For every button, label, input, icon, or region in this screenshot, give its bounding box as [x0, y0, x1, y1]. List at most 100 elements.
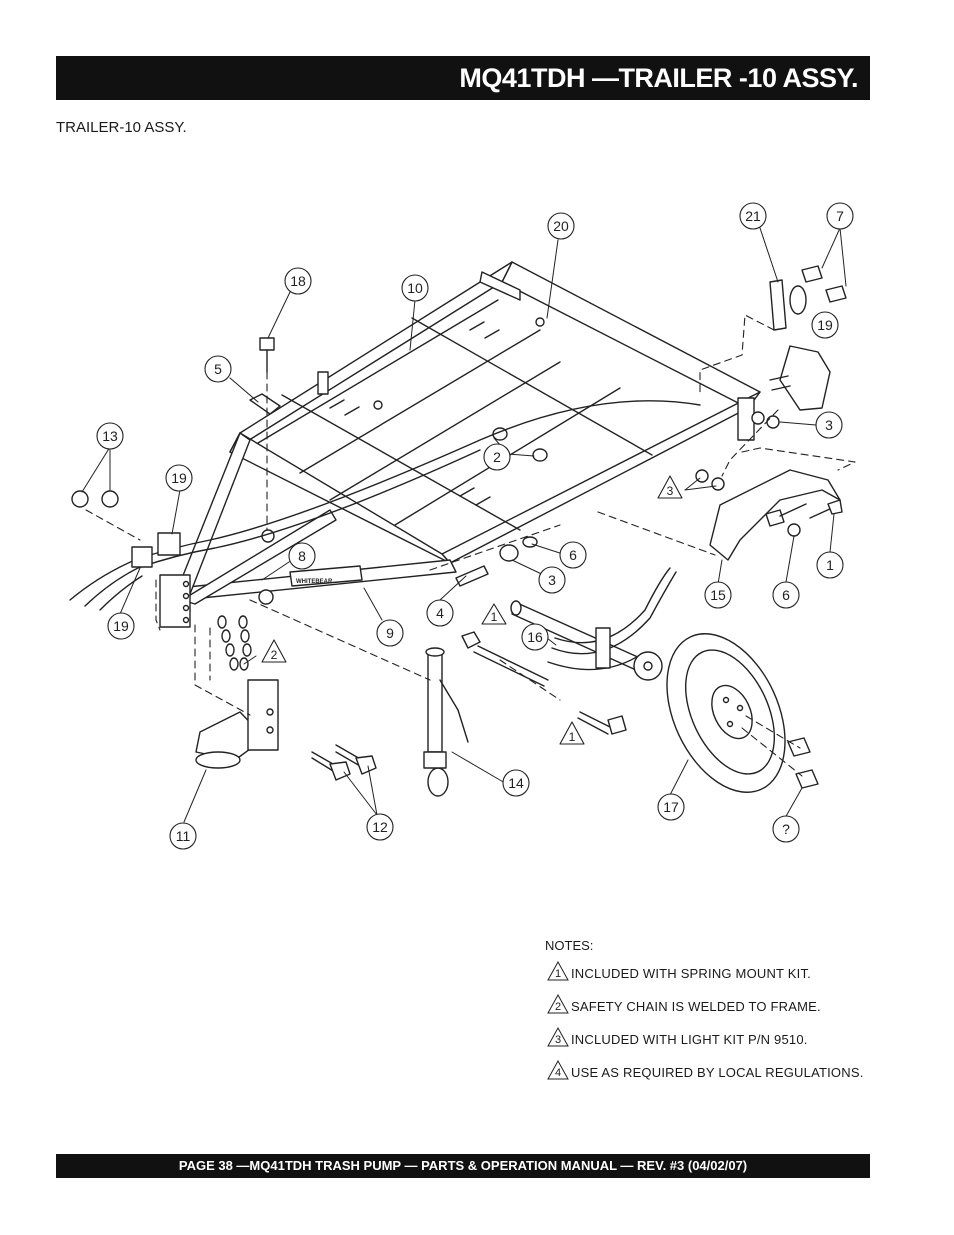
notes-block: NOTES: 1 INCLUDED WITH SPRING MOUNT KIT.… [545, 938, 863, 1091]
callout-13: 13 [96, 422, 124, 450]
callout-4: 4 [426, 599, 454, 627]
callout-8: 8 [288, 542, 316, 570]
note-text: SAFETY CHAIN IS WELDED TO FRAME. [571, 999, 821, 1014]
callout-20: 20 [547, 212, 575, 240]
safety-chains [217, 615, 252, 671]
svg-text:4: 4 [555, 1067, 561, 1079]
callout-2: 2 [483, 443, 511, 471]
svg-text:9: 9 [386, 625, 394, 641]
svg-text:15: 15 [710, 587, 726, 603]
note-triangle-icon: 4 [547, 1060, 569, 1080]
callout-21: 21 [739, 202, 767, 230]
wheel-tire [666, 633, 819, 793]
svg-text:2: 2 [493, 449, 501, 465]
tail-light-assembly [769, 265, 847, 411]
svg-text:2: 2 [555, 1001, 561, 1013]
part-callouts: 20 21 7 18 10 19 5 3 2 13 19 8 6 1 15 6 … [96, 202, 854, 850]
note-triangle-icon: 3 [547, 1027, 569, 1047]
callout-16: 16 [521, 623, 549, 651]
svg-text:21: 21 [745, 208, 761, 224]
svg-text:6: 6 [782, 587, 790, 603]
note-triangles: 1 1 2 3 [261, 475, 683, 745]
triangle-note-1-ubolt: 1 [481, 603, 507, 625]
header-bar: MQ41TDH —TRAILER -10 ASSY. [56, 56, 870, 100]
trailer-tongue: WHITEBEAR [159, 432, 457, 628]
note-text: INCLUDED WITH SPRING MOUNT KIT. [571, 966, 811, 981]
callout-18: 18 [284, 267, 312, 295]
trailer-frame [229, 261, 761, 564]
triangle-note-2: 2 [261, 639, 287, 663]
svg-text:3: 3 [667, 484, 674, 498]
notes-title: NOTES: [545, 938, 594, 953]
callout-19-light: 19 [811, 311, 839, 339]
note-text: USE AS REQUIRED BY LOCAL REGULATIONS. [571, 1065, 864, 1080]
note-triangle-icon: 1 [547, 961, 569, 981]
tongue-brand-plate: WHITEBEAR [296, 579, 333, 585]
svg-text:10: 10 [407, 280, 423, 296]
callout-12: 12 [366, 813, 394, 841]
svg-text:?: ? [782, 821, 790, 837]
svg-text:3: 3 [825, 417, 833, 433]
callout-19-wire: 19 [107, 612, 135, 640]
svg-text:1: 1 [555, 968, 561, 980]
svg-text:5: 5 [214, 361, 222, 377]
svg-text:14: 14 [508, 775, 524, 791]
callout-19-plug: 19 [165, 464, 193, 492]
coupler-bolts [311, 744, 377, 781]
axle-spring-assembly [510, 567, 677, 681]
note-triangle-icon: 2 [547, 994, 569, 1014]
svg-text:18: 18 [290, 273, 306, 289]
triangle-note-1-bolt: 1 [559, 721, 585, 745]
triangle-note-3: 3 [657, 475, 683, 499]
svg-text:3: 3 [548, 572, 556, 588]
wiring-harness [69, 400, 701, 611]
coupler [195, 679, 279, 769]
svg-text:8: 8 [298, 548, 306, 564]
u-bolts [461, 631, 627, 735]
svg-text:17: 17 [663, 799, 679, 815]
note-item: 3 INCLUDED WITH LIGHT KIT P/N 9510. [545, 1025, 807, 1058]
tongue-jack [423, 647, 469, 797]
callout-3-light: 3 [815, 411, 843, 439]
hardware-nuts [71, 317, 780, 587]
footer-text: PAGE 38 —MQ41TDH TRASH PUMP — PARTS & OP… [178, 1158, 748, 1173]
assembly-dashed-lines [85, 314, 856, 777]
page-title: MQ41TDH —TRAILER -10 ASSY. [459, 63, 858, 93]
footer-bar: PAGE 38 —MQ41TDH TRASH PUMP — PARTS & OP… [56, 1154, 870, 1178]
svg-text:13: 13 [102, 428, 118, 444]
callout-14: 14 [502, 769, 530, 797]
note-item: 4 USE AS REQUIRED BY LOCAL REGULATIONS. [545, 1058, 863, 1091]
svg-text:1: 1 [569, 730, 576, 744]
callout-10: 10 [401, 274, 429, 302]
svg-text:1: 1 [826, 557, 834, 573]
note-item: 1 INCLUDED WITH SPRING MOUNT KIT. [545, 959, 811, 992]
callout-15: 15 [704, 581, 732, 609]
svg-text:6: 6 [569, 547, 577, 563]
fender [709, 469, 843, 561]
svg-text:12: 12 [372, 819, 388, 835]
svg-text:1: 1 [491, 610, 498, 624]
svg-text:19: 19 [113, 618, 129, 634]
svg-text:19: 19 [171, 470, 187, 486]
svg-text:2: 2 [271, 648, 278, 662]
note-item: 2 SAFETY CHAIN IS WELDED TO FRAME. [545, 992, 821, 1025]
svg-text:20: 20 [553, 218, 569, 234]
callout-1-fender: 1 [816, 551, 844, 579]
diagram-subtitle: TRAILER-10 ASSY. [56, 119, 187, 136]
callout-5: 5 [204, 355, 232, 383]
callout-11: 11 [169, 822, 197, 850]
frame-left-rail [229, 261, 513, 453]
svg-text:11: 11 [176, 828, 191, 844]
callout-7: 7 [826, 202, 854, 230]
note-text: INCLUDED WITH LIGHT KIT P/N 9510. [571, 1032, 808, 1047]
frame-top-rail [501, 261, 761, 409]
callout-9: 9 [376, 619, 404, 647]
callout-6-fender: 6 [772, 581, 800, 609]
callout-3-nut: 3 [538, 566, 566, 594]
callout-question: ? [772, 815, 800, 843]
svg-text:7: 7 [836, 208, 844, 224]
callout-17: 17 [657, 793, 685, 821]
svg-text:3: 3 [555, 1034, 561, 1046]
callout-6-washer: 6 [559, 541, 587, 569]
